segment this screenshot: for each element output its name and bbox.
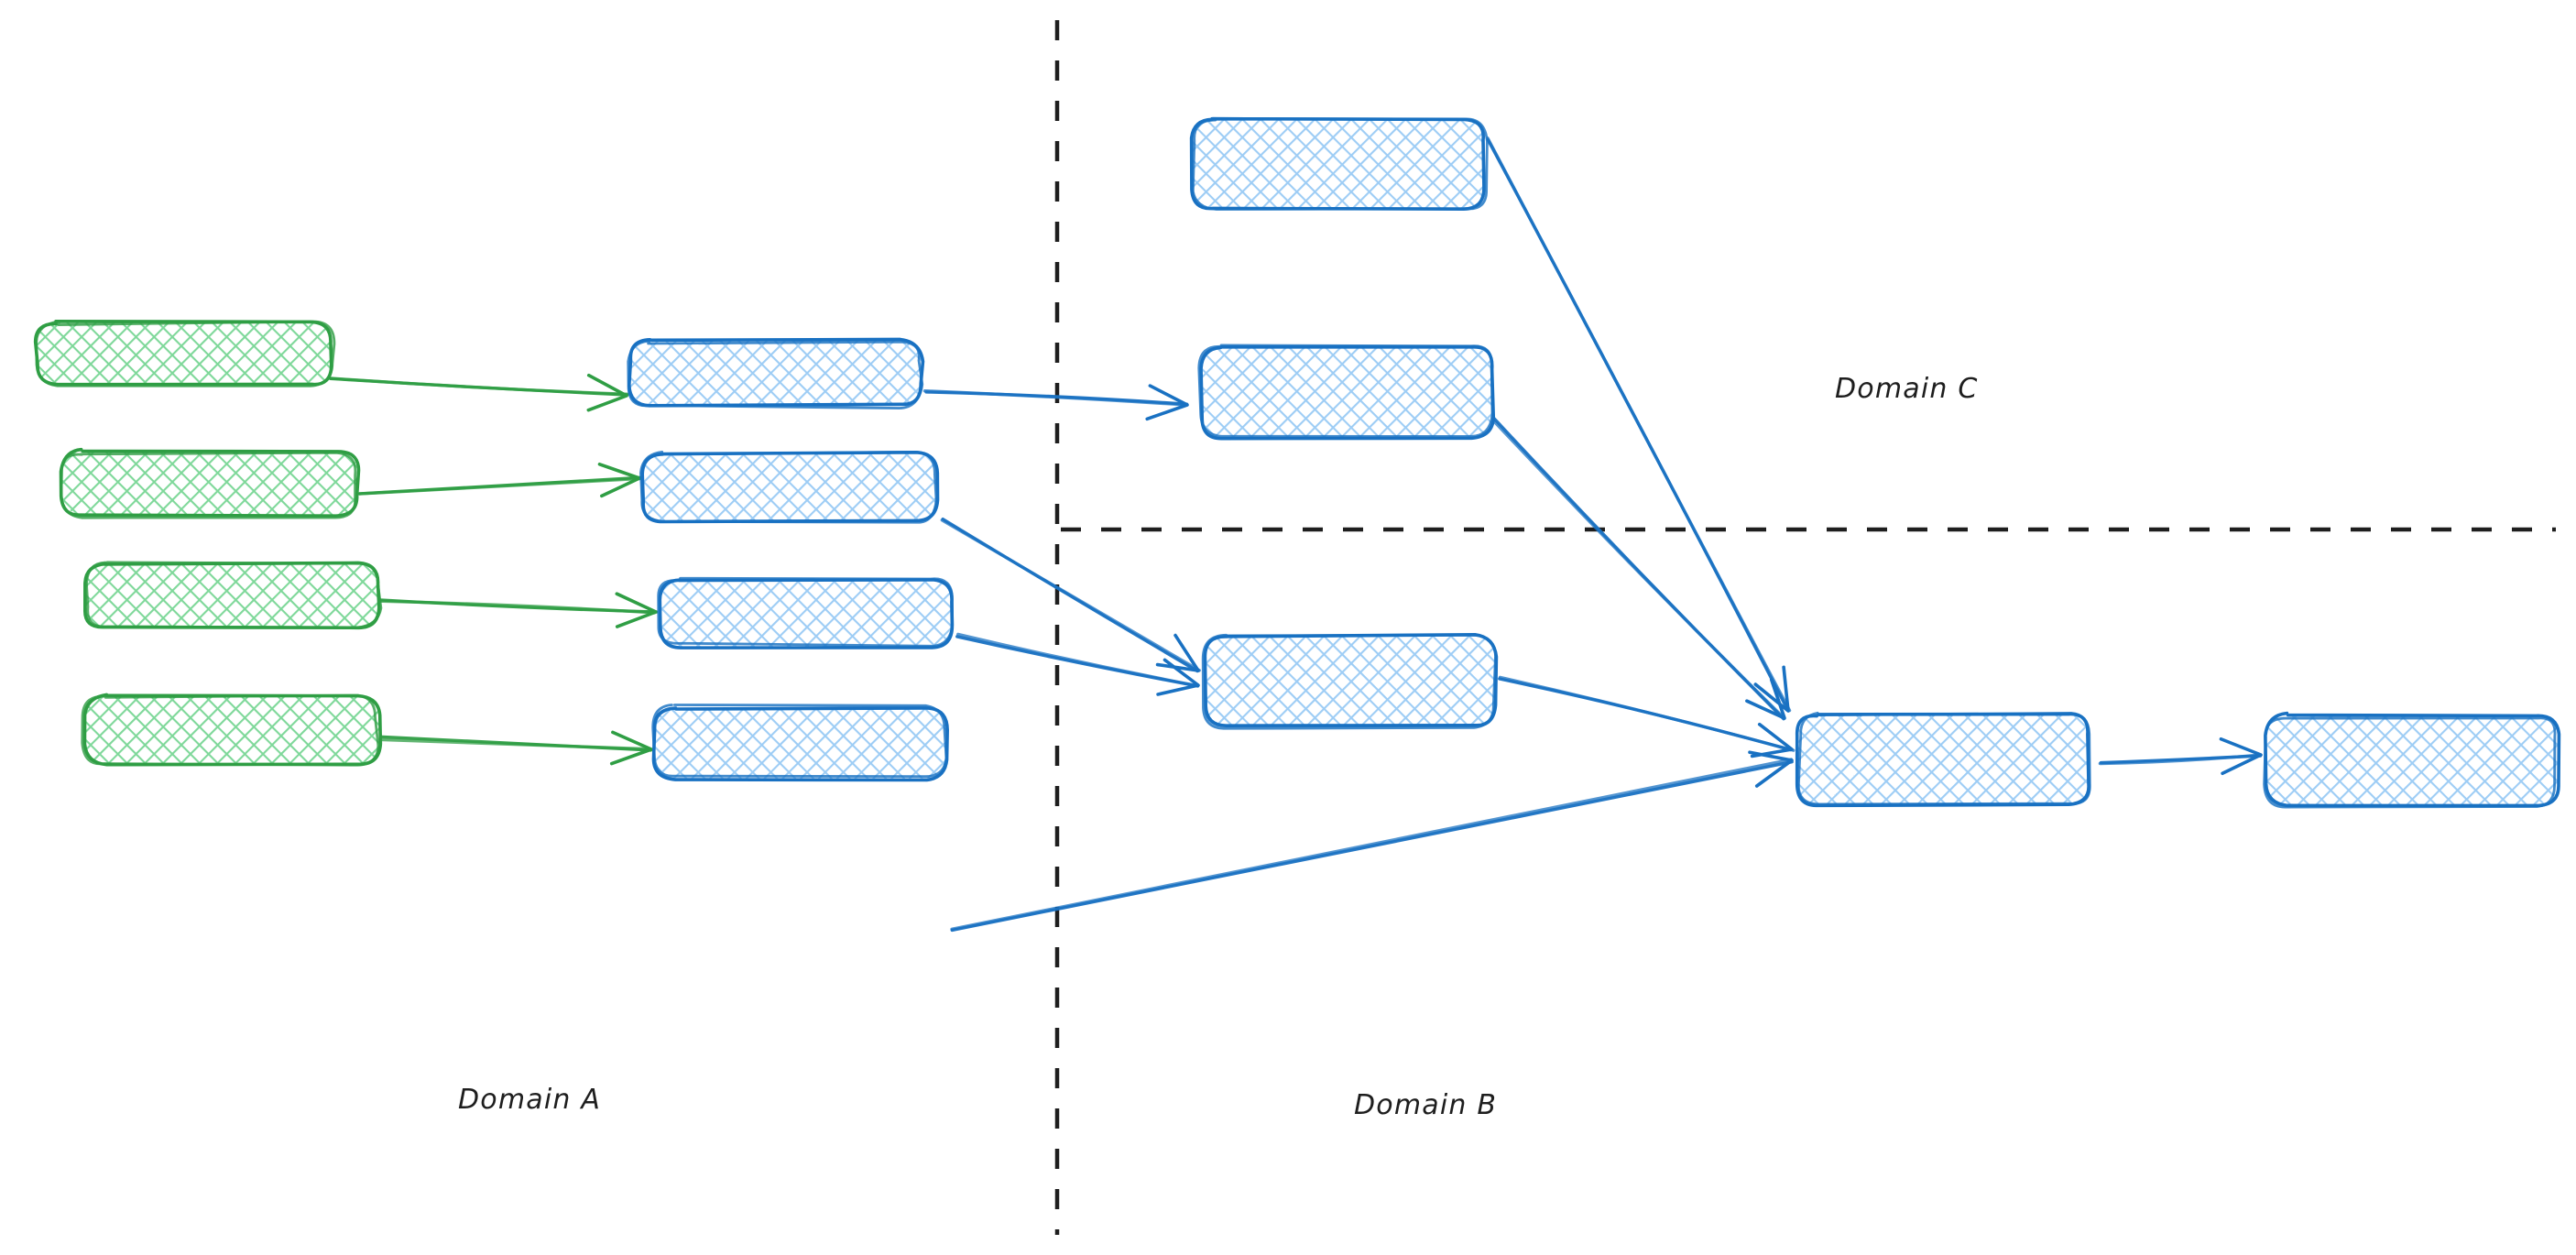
edge-b3-to-c3: [955, 632, 1200, 696]
node-midcol-1[interactable]: [627, 337, 925, 409]
edge-b4-to-d1: [950, 750, 1794, 933]
edge-c1-to-d1: [1486, 136, 1792, 713]
node-midcol-2[interactable]: [639, 450, 940, 524]
node-domain-a-4-fill: [86, 696, 379, 764]
domain-c-label: Domain C: [1835, 373, 1979, 405]
node-domain-b-low-fill: [1206, 636, 1495, 726]
node-domain-b-mid-fill: [1202, 348, 1493, 438]
edge-c2-to-d1: [1490, 416, 1786, 721]
node-midcol-4[interactable]: [651, 704, 949, 782]
node-domain-a-3[interactable]: [83, 561, 383, 630]
edge-layer: [328, 136, 2263, 933]
divider-layer: [1054, 20, 2556, 1235]
edge-a3-to-b3: [377, 592, 659, 628]
node-domain-c-final-fill: [2266, 715, 2558, 804]
node-domain-c-final[interactable]: [2263, 711, 2561, 809]
node-midcol-4-fill: [655, 709, 946, 779]
node-midcol-1-fill: [630, 341, 922, 405]
edge-d1-to-d2: [2098, 737, 2263, 776]
node-midcol-2-fill: [643, 453, 936, 521]
edge-b2-to-c3: [940, 517, 1201, 673]
domain-b-label: Domain B: [1354, 1089, 1498, 1121]
node-midcol-3-fill: [660, 581, 953, 647]
edge-a4-to-b4: [378, 730, 653, 766]
node-domain-c-main[interactable]: [1795, 711, 2091, 808]
node-domain-a-3-fill: [85, 564, 378, 628]
node-domain-c-main-fill: [1797, 715, 2089, 804]
edge-b1-to-c2: [922, 384, 1189, 421]
node-domain-a-2-fill: [62, 451, 357, 515]
node-layer: [33, 116, 2561, 809]
node-domain-a-4[interactable]: [81, 693, 383, 767]
node-domain-b-top-fill: [1193, 119, 1484, 209]
node-domain-b-mid[interactable]: [1197, 344, 1496, 441]
node-domain-b-top[interactable]: [1189, 116, 1489, 211]
edge-a1-to-b1: [328, 373, 630, 412]
edge-c3-to-d1: [1498, 675, 1796, 758]
node-midcol-3[interactable]: [657, 576, 955, 649]
node-domain-a-1-fill: [37, 322, 332, 385]
node-domain-a-1[interactable]: [33, 320, 336, 387]
node-domain-b-low[interactable]: [1201, 633, 1499, 730]
domain-a-label: Domain A: [458, 1084, 602, 1116]
edge-a2-to-b2: [357, 462, 643, 498]
node-domain-a-2[interactable]: [59, 447, 361, 519]
